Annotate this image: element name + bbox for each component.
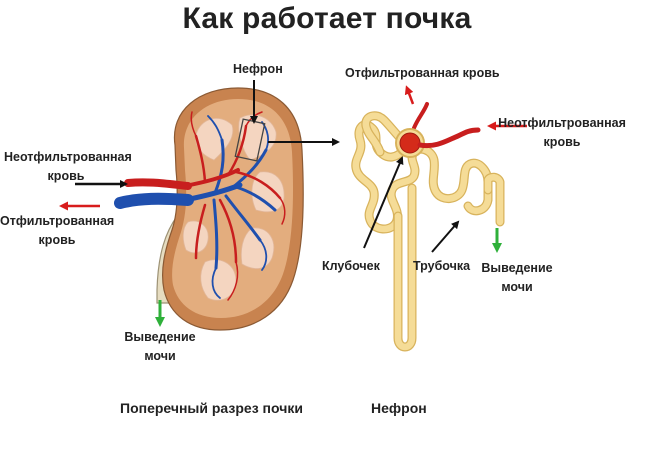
label-filtered-blood-right: Отфильтрованная кровь (345, 64, 500, 83)
label-urine-right: Выведение мочи (476, 259, 558, 297)
label-urine-right-line1: Выведение (476, 259, 558, 278)
afferent-arteriole (420, 130, 478, 146)
label-filtered-left-line1: Отфильтрованная (0, 212, 114, 231)
label-unfiltered-left-line2: кровь (4, 167, 128, 186)
label-urine-left: Выведение мочи (117, 328, 203, 366)
label-filtered-blood-left: Отфильтрованная кровь (0, 212, 114, 250)
efferent-arteriole (414, 104, 427, 128)
label-unfiltered-left-line1: Неотфильтрованная (4, 148, 128, 167)
label-urine-left-line2: мочи (117, 347, 203, 366)
label-nephron-top: Нефрон (233, 60, 283, 79)
renal-artery (128, 182, 188, 186)
nephron-illustration (356, 104, 500, 347)
label-unfiltered-blood-right: Неотфильтрованная кровь (498, 114, 626, 152)
caption-kidney-section: Поперечный разрез почки (120, 400, 303, 416)
label-filtered-left-line2: кровь (0, 231, 114, 250)
label-unfiltered-right-line1: Неотфильтрованная (498, 114, 626, 133)
label-unfiltered-blood-left: Неотфильтрованная кровь (4, 148, 128, 186)
nephron-tubule (356, 116, 500, 347)
caption-nephron: Нефрон (371, 400, 427, 416)
label-unfiltered-right-line2: кровь (498, 133, 626, 152)
label-urine-left-line1: Выведение (117, 328, 203, 347)
label-glomerulus: Клубочек (322, 257, 380, 276)
arrow-filtered-out-right (407, 88, 413, 104)
kidney-cross-section (120, 88, 303, 330)
glomerulus-ball (400, 133, 420, 153)
label-urine-right-line2: мочи (476, 278, 558, 297)
arrow-tubule (432, 222, 458, 252)
renal-vein (120, 199, 188, 203)
label-tubule: Трубочка (413, 257, 470, 276)
